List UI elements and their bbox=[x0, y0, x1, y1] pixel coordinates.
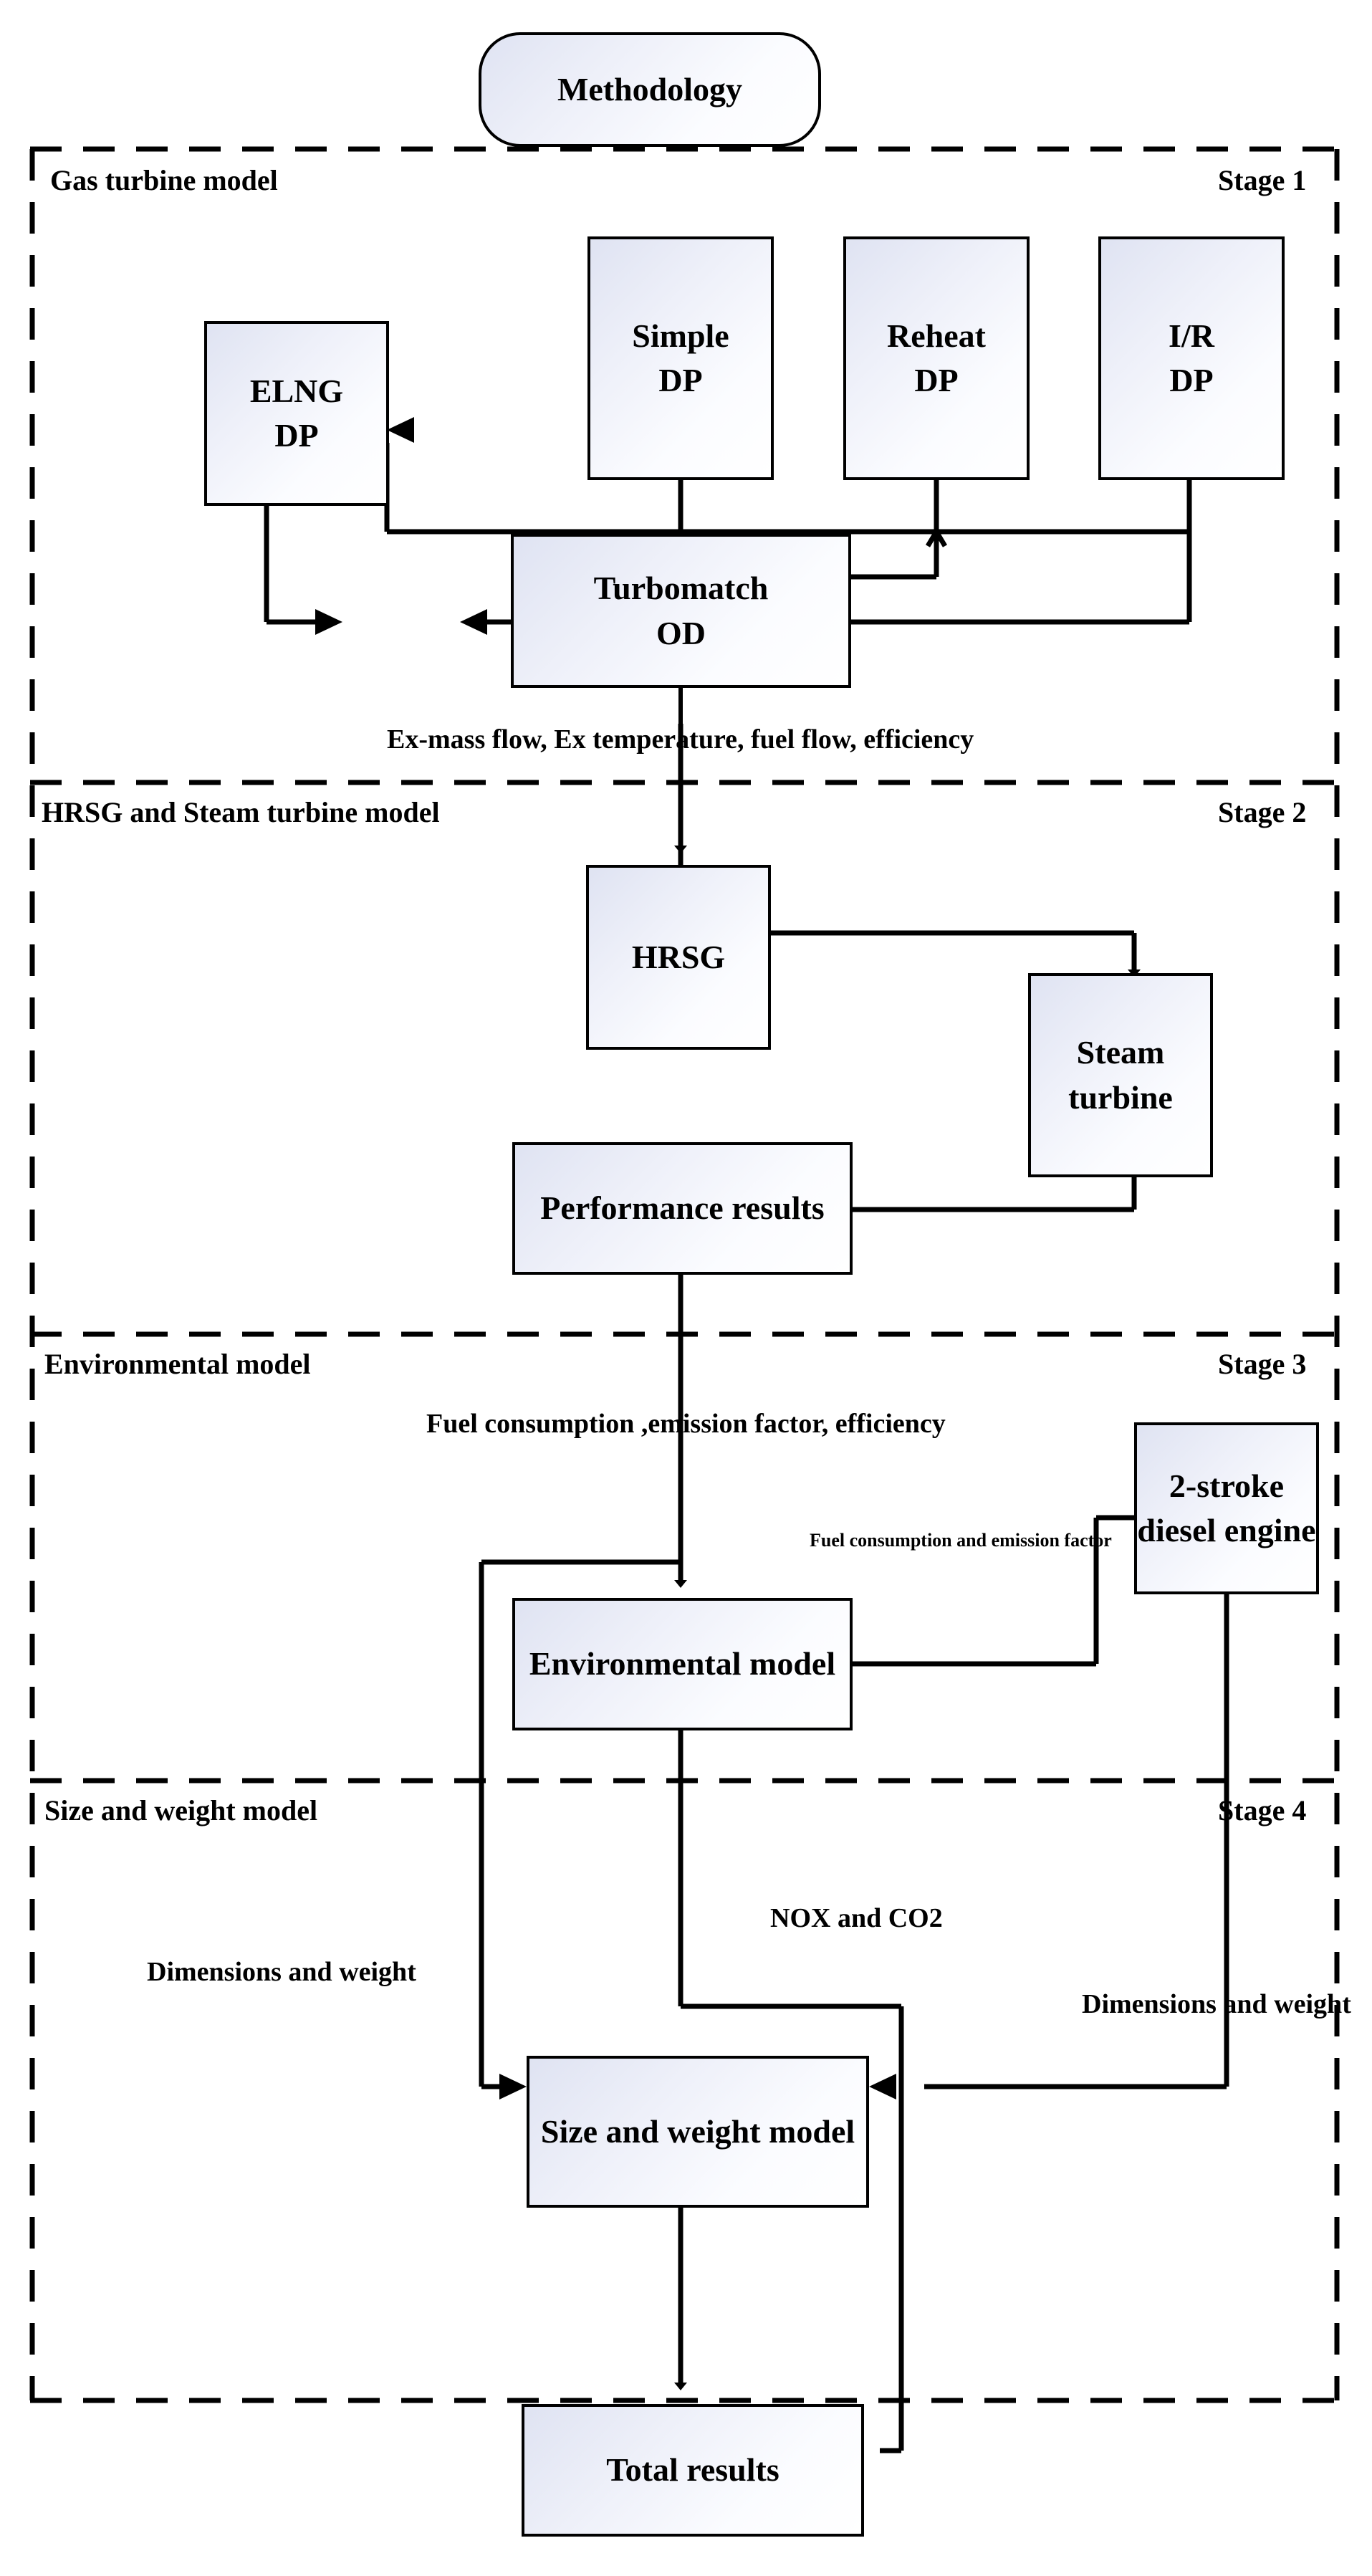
stage-label-size-weight-model: Size and weight model bbox=[44, 1794, 318, 1826]
edge-label-turbomatch-to-hrsg: Ex-mass flow, Ex temperature, fuel flow,… bbox=[387, 724, 974, 755]
arrowhead-size-weight-right bbox=[869, 2074, 896, 2099]
node-ir-dp[interactable]: I/R DP bbox=[1098, 236, 1285, 480]
node-total-results[interactable]: Total results bbox=[522, 2404, 864, 2537]
node-methodology[interactable]: Methodology bbox=[479, 32, 821, 147]
node-simple-dp[interactable]: Simple DP bbox=[587, 236, 774, 480]
edge-label-performance-to-environmental: Fuel consumption ,emission factor, effic… bbox=[426, 1409, 946, 1439]
edge-label-nox-and-co2: NOX and CO2 bbox=[770, 1903, 943, 1933]
edge-label-dimensions-and-weight-left: Dimensions and weight bbox=[147, 1957, 416, 1987]
arrowhead-turbomatch-left bbox=[315, 609, 342, 635]
stage-badge-1: Stage 1 bbox=[1218, 164, 1307, 196]
stage-label-gas-turbine-model: Gas turbine model bbox=[50, 164, 278, 196]
stage-badge-3: Stage 3 bbox=[1218, 1348, 1307, 1380]
node-reheat-dp[interactable]: Reheat DP bbox=[843, 236, 1030, 480]
node-steam-turbine[interactable]: Steam turbine bbox=[1028, 973, 1213, 1177]
node-environmental-model[interactable]: Environmental model bbox=[512, 1598, 853, 1730]
arrowhead-turbomatch-right bbox=[460, 609, 487, 635]
node-elng-dp[interactable]: ELNG DP bbox=[204, 321, 389, 506]
edge-label-dimensions-and-weight-right: Dimensions and weight bbox=[1082, 1989, 1351, 2019]
edge-label-diesel-to-environmental: Fuel consumption and emission factor bbox=[810, 1530, 1112, 1551]
node-size-and-weight-model[interactable]: Size and weight model bbox=[527, 2056, 869, 2208]
node-performance-results[interactable]: Performance results bbox=[512, 1142, 853, 1275]
arrowhead-size-weight-left-head bbox=[499, 2074, 527, 2099]
node-2-stroke-diesel-engine[interactable]: 2-stroke diesel engine bbox=[1134, 1422, 1319, 1594]
arrowhead-to-elng bbox=[387, 417, 414, 443]
stage-badge-2: Stage 2 bbox=[1218, 796, 1307, 828]
stage-label-environmental-model: Environmental model bbox=[44, 1348, 311, 1380]
stage-label-hrsg-steam-turbine-model: HRSG and Steam turbine model bbox=[42, 796, 440, 828]
stage-badge-4: Stage 4 bbox=[1218, 1794, 1307, 1826]
node-hrsg[interactable]: HRSG bbox=[586, 865, 771, 1050]
node-turbomatch-od[interactable]: Turbomatch OD bbox=[511, 534, 851, 688]
